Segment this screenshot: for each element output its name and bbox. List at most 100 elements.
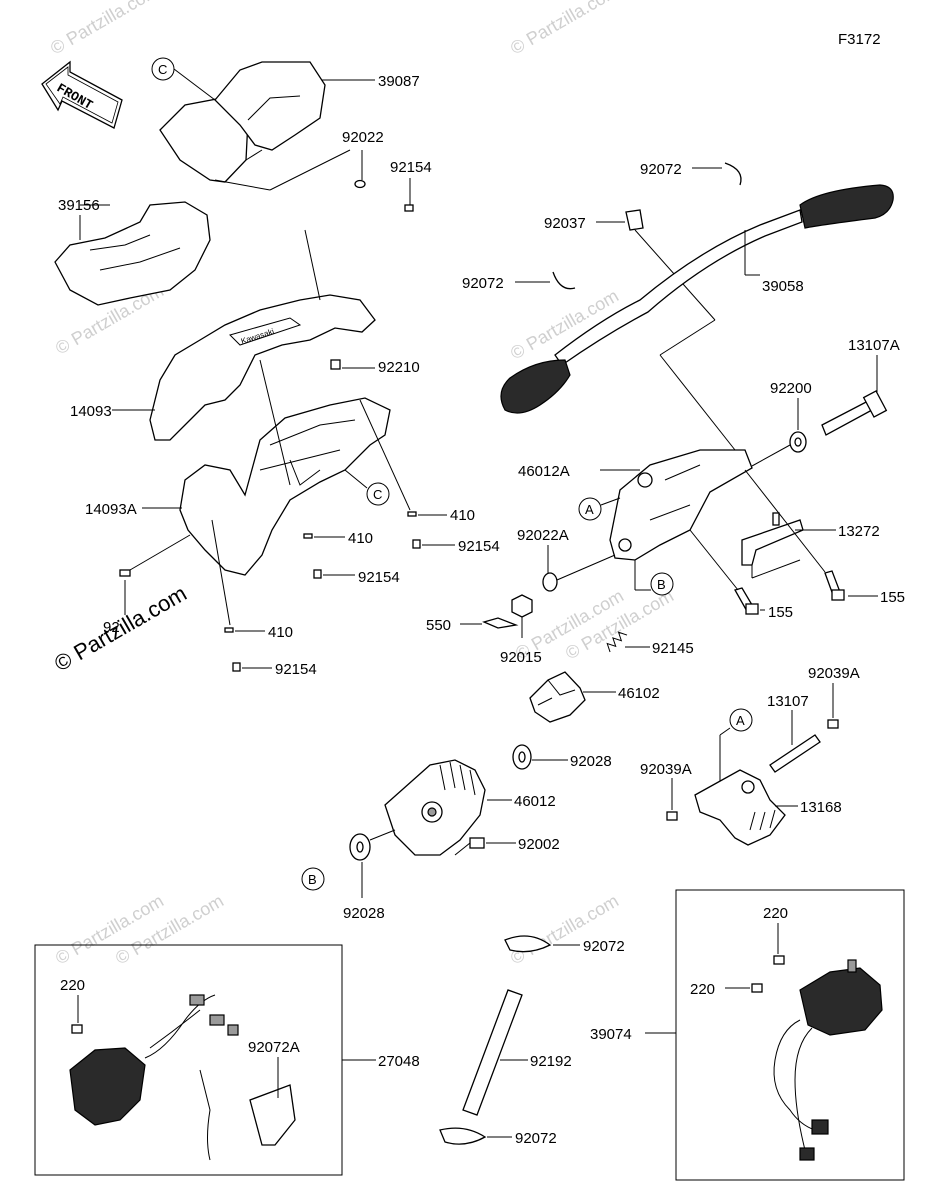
label-13168: 13168 bbox=[800, 799, 842, 816]
svg-text:C: C bbox=[373, 487, 382, 502]
part-46012-holder bbox=[384, 759, 512, 856]
part-92154-screw-a bbox=[412, 539, 455, 549]
label-92072-bot2: 92072 bbox=[515, 1130, 557, 1147]
watermark: © Partzilla.com bbox=[507, 890, 622, 968]
label-92-partial: 92 bbox=[103, 619, 120, 636]
svg-text:B: B bbox=[657, 577, 666, 592]
label-92039a-left: 92039A bbox=[640, 761, 692, 778]
part-92015-nut bbox=[511, 594, 533, 638]
label-13107a: 13107A bbox=[848, 337, 900, 354]
svg-text:B: B bbox=[308, 872, 317, 887]
part-92039a-screw-top bbox=[827, 683, 839, 729]
label-410-b: 410 bbox=[348, 530, 373, 547]
part-27048-switch bbox=[69, 994, 239, 1161]
label-155-a: 155 bbox=[768, 604, 793, 621]
part-13107a-bolt bbox=[821, 355, 888, 436]
part-92072-band-bot1 bbox=[504, 935, 580, 953]
part-410-clip-b bbox=[303, 533, 345, 539]
label-220-r2: 220 bbox=[690, 981, 715, 998]
box-39074 bbox=[675, 889, 905, 1181]
part-39156-cover bbox=[54, 201, 211, 306]
part-screw-left bbox=[119, 534, 191, 615]
label-92028-a: 92028 bbox=[570, 753, 612, 770]
part-92072a-bracket bbox=[249, 1057, 296, 1146]
part-220-screw-left bbox=[71, 995, 83, 1034]
part-155-bolt-a bbox=[734, 587, 765, 615]
label-14093a: 14093A bbox=[85, 501, 137, 518]
part-92028-washer-b bbox=[349, 829, 396, 898]
label-92072a: 92072A bbox=[248, 1039, 300, 1056]
part-92192-tube bbox=[462, 989, 528, 1116]
callout-c-top: C bbox=[151, 57, 216, 101]
callout-b-upper: B bbox=[634, 560, 674, 596]
label-155-b: 155 bbox=[880, 589, 905, 606]
svg-text:C: C bbox=[158, 62, 167, 77]
part-92028-washer-a bbox=[512, 744, 568, 770]
callout-a-upper: A bbox=[578, 497, 621, 521]
part-39087-cowl bbox=[159, 61, 375, 183]
label-92072-top: 92072 bbox=[640, 161, 682, 178]
label-220-left: 220 bbox=[60, 977, 85, 994]
label-39156: 39156 bbox=[58, 197, 100, 214]
part-92154-screw-c bbox=[232, 662, 272, 672]
label-39087: 39087 bbox=[378, 73, 420, 90]
part-14093-panel: Kawasaki bbox=[112, 294, 376, 441]
label-92154-a: 92154 bbox=[458, 538, 500, 555]
label-92154-top: 92154 bbox=[390, 159, 432, 176]
label-92028-b: 92028 bbox=[343, 905, 385, 922]
part-220-screw-r1 bbox=[773, 923, 785, 965]
part-155-bolt-b bbox=[824, 570, 878, 601]
label-39058: 39058 bbox=[762, 278, 804, 295]
label-220-r1: 220 bbox=[763, 905, 788, 922]
svg-text:A: A bbox=[585, 502, 594, 517]
label-46102: 46102 bbox=[618, 685, 660, 702]
label-92154-b: 92154 bbox=[358, 569, 400, 586]
part-13168-bracket bbox=[694, 769, 798, 846]
label-92022: 92022 bbox=[342, 129, 384, 146]
label-14093: 14093 bbox=[70, 403, 112, 420]
part-39058-handlebar bbox=[500, 184, 894, 414]
callout-a-lower: A bbox=[719, 708, 753, 790]
part-92022a-washer bbox=[542, 545, 616, 592]
label-92192: 92192 bbox=[530, 1053, 572, 1070]
label-39074: 39074 bbox=[590, 1026, 632, 1043]
watermark: © Partzilla.com bbox=[47, 0, 162, 58]
label-92072-mid: 92072 bbox=[462, 275, 504, 292]
part-13272-bracket bbox=[741, 512, 836, 566]
figure-code: F3172 bbox=[838, 31, 881, 48]
svg-text:A: A bbox=[736, 713, 745, 728]
part-92072-band-top bbox=[692, 162, 742, 186]
label-410-c: 410 bbox=[268, 624, 293, 641]
label-92015: 92015 bbox=[500, 649, 542, 666]
label-13272: 13272 bbox=[838, 523, 880, 540]
label-46012a: 46012A bbox=[518, 463, 570, 480]
part-92039a-screw-left bbox=[666, 778, 678, 821]
part-92072-band-bot2 bbox=[439, 1127, 512, 1145]
part-92154-screw-b bbox=[313, 569, 355, 579]
part-92154-screw-top bbox=[404, 178, 414, 212]
label-410-a: 410 bbox=[450, 507, 475, 524]
part-92072-band-mid bbox=[515, 271, 576, 290]
part-550-cotter-pin bbox=[460, 617, 519, 629]
label-92210: 92210 bbox=[378, 359, 420, 376]
callout-c-mid: C bbox=[344, 469, 390, 506]
part-92037-clip bbox=[596, 209, 644, 231]
part-92145-spring bbox=[606, 631, 650, 653]
front-arrow: FRONT bbox=[41, 60, 123, 129]
label-92200: 92200 bbox=[770, 380, 812, 397]
part-46102-body bbox=[529, 671, 616, 723]
part-46012a-holder bbox=[600, 449, 753, 561]
part-39074-switch bbox=[773, 959, 883, 1161]
label-13107: 13107 bbox=[767, 693, 809, 710]
label-92145: 92145 bbox=[652, 640, 694, 657]
label-92037: 92037 bbox=[544, 215, 586, 232]
label-92154-c: 92154 bbox=[275, 661, 317, 678]
part-410-clip-c bbox=[224, 627, 265, 633]
partzilla-watermark-main: © Partzilla.com bbox=[50, 581, 191, 677]
label-92002: 92002 bbox=[518, 836, 560, 853]
part-92200-washer bbox=[789, 398, 807, 453]
watermark: © Partzilla.com bbox=[507, 0, 622, 58]
label-46012: 46012 bbox=[514, 793, 556, 810]
label-92039a-top: 92039A bbox=[808, 665, 860, 682]
